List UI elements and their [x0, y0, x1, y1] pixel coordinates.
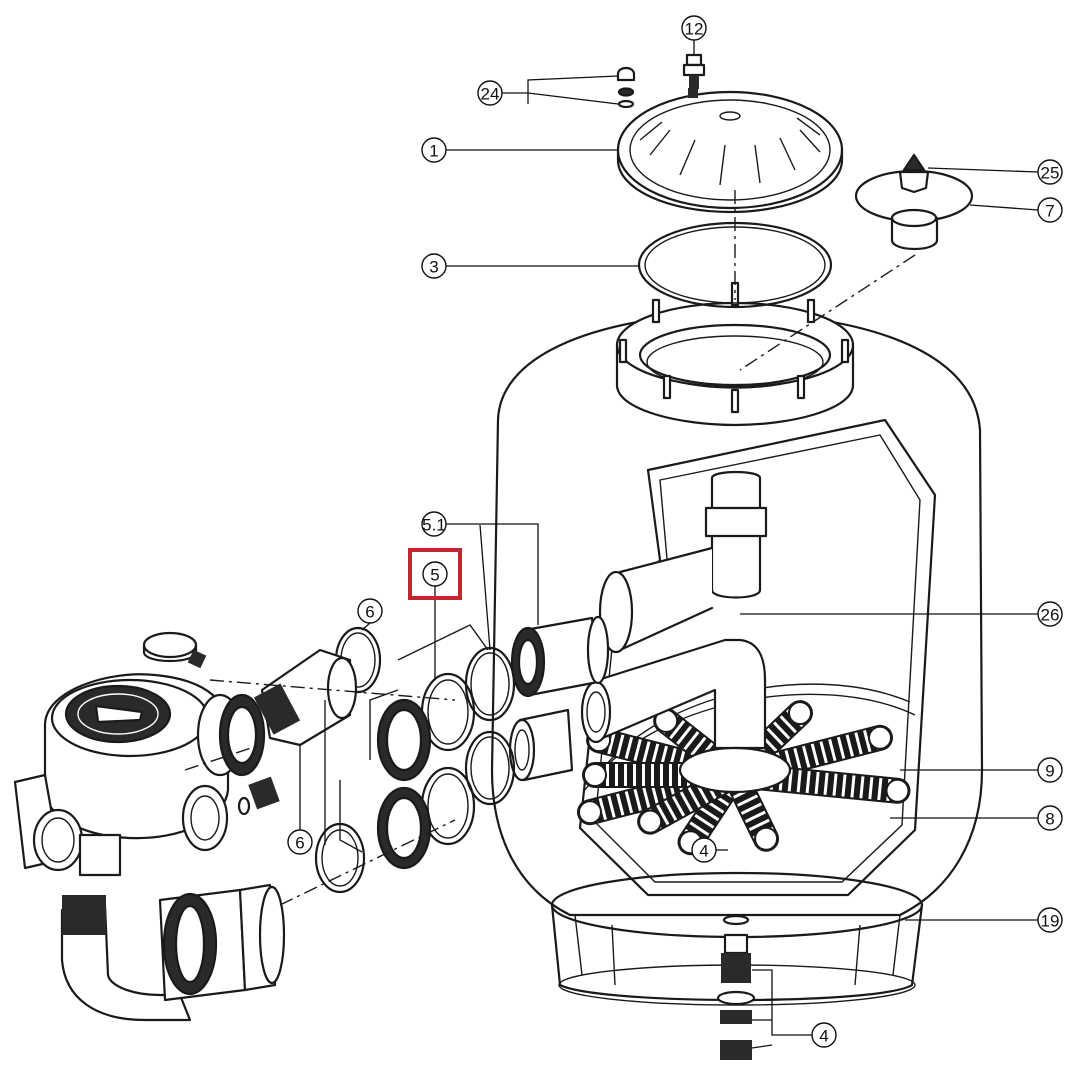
callout-circle — [1037, 757, 1063, 783]
lateral-end-cap — [583, 763, 607, 787]
axis-lower-port — [279, 819, 456, 906]
tank-neck-flange — [615, 281, 855, 427]
callout-4: 4 — [691, 837, 728, 863]
callout-label: 9 — [1045, 762, 1054, 781]
callout-label: 4 — [699, 842, 708, 861]
callout-circle — [1037, 197, 1063, 223]
callout-19: 19 — [905, 907, 1063, 933]
callout-circle — [1037, 805, 1063, 831]
lateral-end-cap — [638, 809, 663, 834]
callout-leader — [446, 523, 539, 625]
callout-3: 3 — [421, 253, 640, 279]
lid-cap-and-washers — [616, 66, 636, 109]
callout-circle — [287, 829, 313, 855]
callout-24: 24 — [477, 75, 619, 106]
callout-leader-branch — [527, 92, 619, 105]
threaded-adapter — [253, 648, 358, 747]
callout-label: 8 — [1045, 810, 1054, 829]
tank-lid — [616, 88, 844, 214]
callout-label: 1 — [429, 142, 438, 161]
callout-circle — [691, 837, 717, 863]
callout-leader — [502, 75, 619, 94]
callout-label: 6 — [295, 834, 304, 853]
callout-label: 7 — [1045, 202, 1054, 221]
lateral-end-cap — [868, 725, 893, 750]
lateral-end-cap — [754, 826, 779, 851]
callout-circle — [811, 1022, 837, 1048]
lateral-end-cap — [885, 778, 910, 803]
callout-leader-branch — [751, 1044, 773, 1049]
callout-label: 26 — [1041, 606, 1060, 625]
callout-8: 8 — [890, 805, 1063, 831]
callout-circle — [421, 253, 447, 279]
highlight-box — [408, 548, 462, 600]
callout-9: 9 — [900, 757, 1063, 783]
callout-12: 12 — [681, 15, 707, 55]
callout-4: 4 — [751, 969, 837, 1049]
callout-label: 4 — [819, 1027, 828, 1046]
lateral-slots — [732, 727, 883, 786]
lateral-end-cap — [577, 800, 602, 825]
callout-leader — [927, 167, 1039, 173]
callout-7: 7 — [969, 197, 1063, 223]
callout-5-1: 5.1 — [421, 511, 539, 651]
callouts: 12 24 1 25 7 3 5.1 5 6 26 9 8 6 4 19 4 — [287, 15, 1063, 1049]
callout-label: 6 — [365, 603, 374, 622]
callout-label: 24 — [481, 85, 500, 104]
callout-leader — [752, 969, 812, 1036]
callout-leader — [361, 622, 371, 631]
axis-mid — [184, 744, 261, 771]
callout-circle — [1037, 159, 1063, 185]
callout-circle — [422, 561, 448, 587]
sight-glass — [854, 153, 974, 250]
lateral-slots — [727, 705, 808, 783]
callout-25: 25 — [927, 159, 1063, 185]
callout-label: 12 — [685, 20, 704, 39]
collector-pipe — [580, 470, 792, 794]
axis-upper-port — [209, 679, 456, 701]
callout-6: 6 — [357, 598, 383, 631]
callout-label: 5.1 — [422, 516, 446, 535]
callout-circle — [421, 137, 447, 163]
callout-label: 25 — [1041, 164, 1060, 183]
callout-circle — [1037, 601, 1063, 627]
callout-leader — [969, 204, 1039, 211]
callout-circle — [477, 80, 503, 106]
air-bleed-screw — [682, 53, 706, 89]
port-o-rings — [420, 646, 516, 846]
tank-port-nuts — [508, 615, 610, 782]
callout-6: 6 — [287, 700, 326, 855]
callout-circle — [1037, 907, 1063, 933]
callout-label: 3 — [429, 258, 438, 277]
callout-26: 26 — [740, 601, 1063, 627]
lateral-end-cap — [788, 701, 812, 726]
callout-label: 19 — [1041, 912, 1060, 931]
union-nuts — [376, 698, 432, 870]
callout-circle — [357, 598, 383, 624]
callout-circle — [421, 511, 447, 537]
lateral-slots — [659, 712, 742, 784]
lateral-slots — [587, 764, 738, 823]
drain-assembly — [716, 914, 756, 1060]
elbow-pipe — [60, 883, 286, 1022]
multiport-valve — [13, 631, 280, 877]
callout-1: 1 — [421, 137, 618, 163]
callout-leader-branch — [479, 524, 491, 651]
callout-circle — [681, 15, 707, 41]
axis-sight — [739, 254, 916, 371]
callout-5: 5 — [422, 561, 448, 680]
callout-label: 5 — [430, 566, 439, 585]
